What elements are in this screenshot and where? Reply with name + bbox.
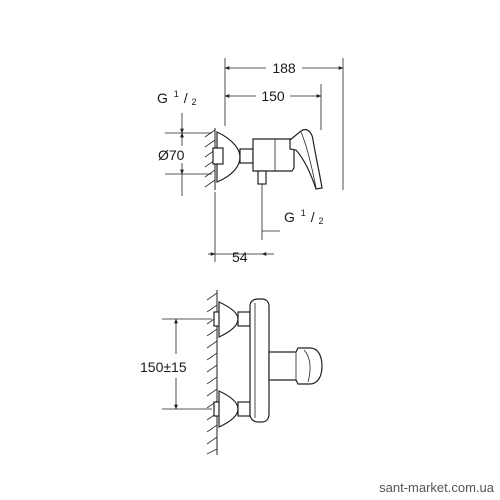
eccentric-nut — [239, 148, 254, 164]
dim-outlet-thread: G 1 / 2 — [284, 203, 323, 226]
shower-outlet — [257, 170, 267, 185]
front-view: 150±15 — [140, 290, 323, 455]
lower-eccentric-nut — [237, 401, 251, 417]
lever-handle-front — [268, 347, 323, 385]
lower-rosette — [218, 390, 239, 428]
side-view: 188 150 G 1 / 2 Ø70 G 1 / 2 — [157, 58, 344, 265]
dim-body-width: 150 — [261, 88, 285, 104]
dim-total-width: 188 — [272, 60, 296, 76]
upper-eccentric-nut — [237, 311, 251, 327]
wall-connector — [212, 147, 224, 165]
dim-inlet-thread: G 1 / 2 — [157, 84, 196, 107]
watermark-text: sant-market.com.ua — [379, 480, 495, 495]
dim-wall-distance: 54 — [232, 249, 248, 265]
dim-rosette-diameter: Ø70 — [158, 147, 185, 163]
upper-rosette — [218, 301, 239, 338]
mixer-body-front — [249, 298, 270, 423]
lever-handle — [289, 129, 323, 190]
dim-center-distance: 150±15 — [140, 359, 187, 375]
mixer-body — [252, 138, 295, 172]
